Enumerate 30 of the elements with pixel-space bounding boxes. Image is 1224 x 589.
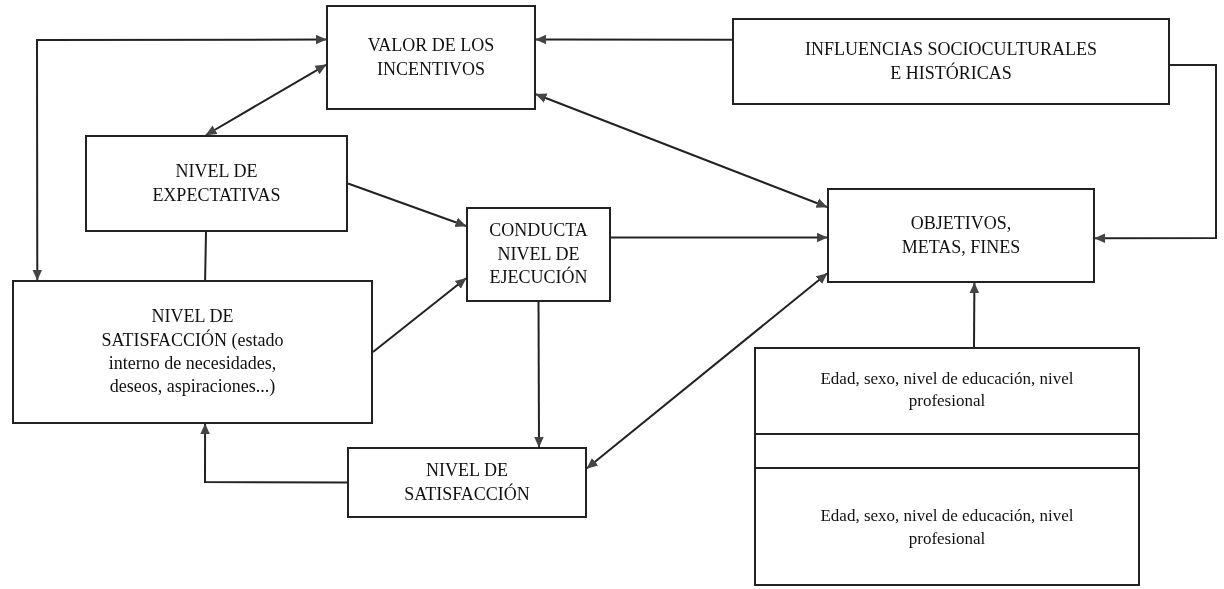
arrow	[1094, 64, 1217, 244]
process-box	[326, 5, 536, 110]
box-text: VALOR DE LOS INCENTIVOS	[366, 34, 496, 81]
connector-line	[204, 231, 207, 281]
process-box	[347, 447, 587, 518]
arrow	[534, 301, 544, 448]
box-text: NIVEL DE EXPECTATIVAS	[151, 160, 282, 207]
box-text: INFLUENCIAS SOCIOCULTURALES E HISTÓRICAS	[804, 38, 1098, 85]
arrow	[32, 34, 327, 281]
box-text: OBJETIVOS, METAS, FINES	[900, 212, 1022, 259]
process-box	[466, 207, 611, 302]
arrow	[535, 34, 733, 45]
process-box	[85, 135, 348, 232]
empty-box	[754, 347, 1140, 586]
arrow	[347, 182, 467, 228]
arrow	[372, 277, 467, 353]
arrow	[535, 93, 828, 208]
arrow	[205, 63, 327, 136]
box-text: CONDUCTA NIVEL DE EJECUCIÓN	[488, 219, 589, 290]
arrow	[200, 423, 348, 484]
box-text: NIVEL DE SATISFACCIÓN (estado interno de necesidades, deseos, aspiraciones...)	[100, 305, 285, 399]
arrow	[969, 282, 980, 348]
box-text: Edad, sexo, nivel de educación, nivel profesional	[819, 367, 1075, 412]
box-text: Edad, sexo, nivel de educación, nivel profesional	[819, 505, 1075, 550]
arrow	[586, 272, 828, 470]
process-box	[12, 280, 373, 424]
process-box	[827, 188, 1095, 283]
box-text: NIVEL DE SATISFACCIÓN	[403, 459, 531, 506]
arrow	[610, 232, 828, 243]
process-box	[732, 18, 1170, 105]
